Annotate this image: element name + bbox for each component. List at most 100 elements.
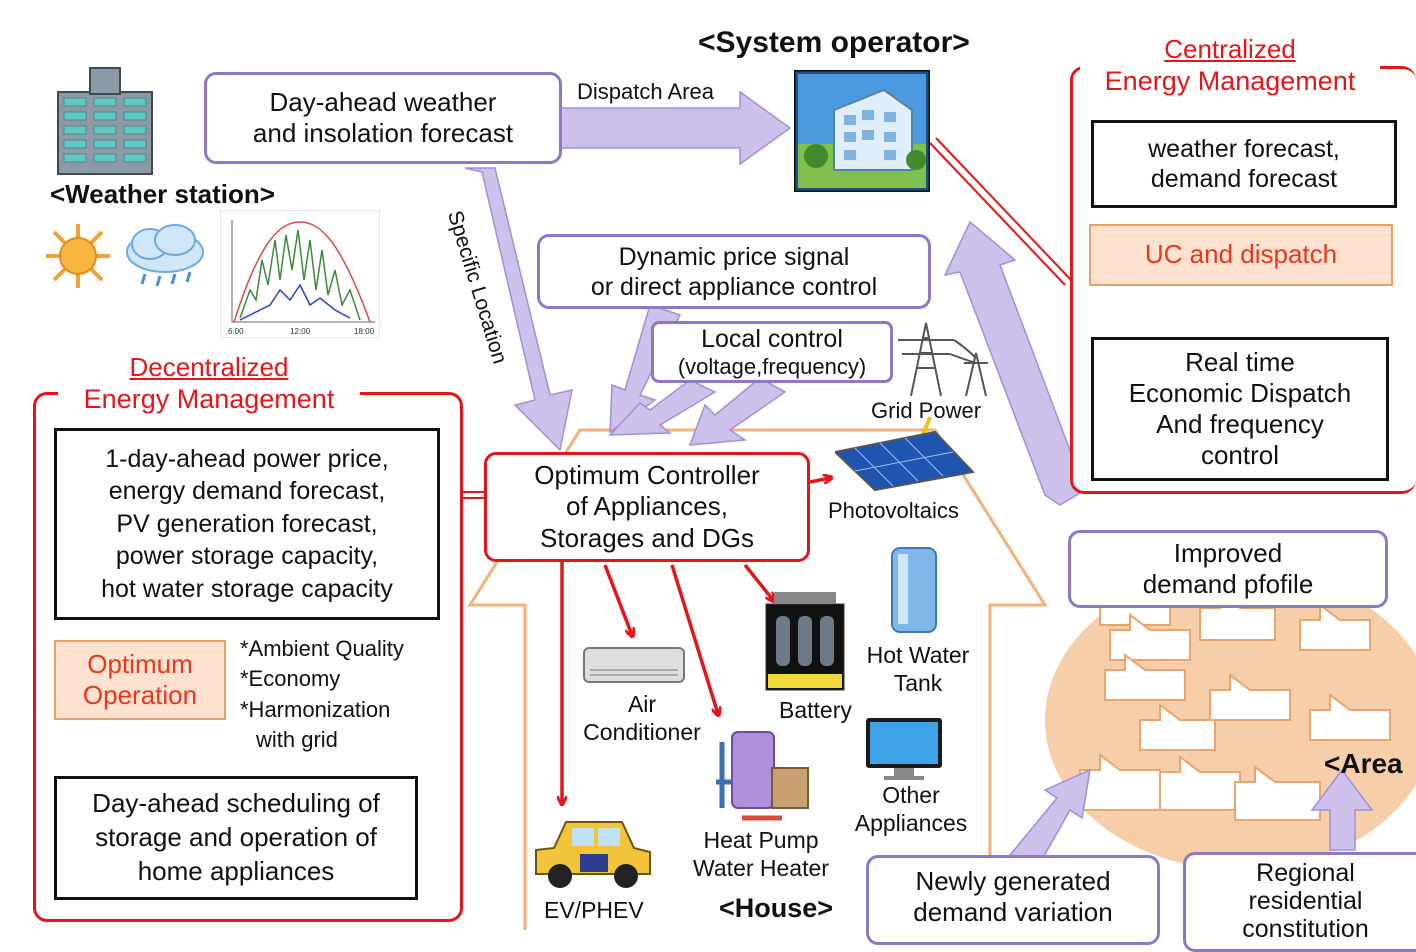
other-appliances-line-2: Appliances <box>854 810 968 836</box>
improved-profile-line-1: Improved <box>1173 537 1283 568</box>
heat-pump-line-2: Water Heater <box>693 855 829 881</box>
red-link-decentralized <box>462 491 485 499</box>
local-control-line-2: (voltage,frequency) <box>677 353 867 379</box>
heat-pump-line-1: Heat Pump <box>703 827 819 854</box>
input-line-3: PV generation forecast, <box>116 509 378 538</box>
realtime-line-3: And frequency <box>1156 409 1324 439</box>
improved-profile-box: Improved demand pfofile <box>1068 530 1388 608</box>
input-line-1: 1-day-ahead power price, <box>105 444 389 473</box>
hot-water-line-2: Tank <box>893 670 943 696</box>
new-variation-line-2: demand variation <box>913 897 1113 928</box>
arrow-dispatch-area <box>559 90 792 166</box>
weather-station-building-icon <box>57 67 153 175</box>
chart-tick-18: 18:00 <box>354 327 375 336</box>
controller-line-2: of Appliances, <box>566 491 728 522</box>
realtime-dispatch-box: Real time Economic Dispatch And frequenc… <box>1091 337 1389 481</box>
hot-water-line-1: Hot Water <box>866 642 970 669</box>
new-variation-line-1: Newly generated <box>915 866 1111 896</box>
chart-tick-6: 6:00 <box>228 327 244 336</box>
price-signal-line-1: Dynamic price signal <box>618 242 850 271</box>
air-conditioner-icon <box>583 647 685 683</box>
arrow-feedback <box>943 220 1086 506</box>
house-outline <box>467 428 1048 930</box>
schedule-line-3: home appliances <box>137 855 335 886</box>
local-control-box: Local control (voltage,frequency) <box>651 321 893 383</box>
optimum-operation-box: Optimum Operation <box>54 640 226 720</box>
arrow-regional <box>1310 768 1374 851</box>
ev-label: EV/PHEV <box>544 897 644 923</box>
insolation-low-curve <box>239 283 351 321</box>
heat-pump-icon <box>716 731 809 821</box>
arrow-local-control-2 <box>688 377 787 446</box>
purple-arrows <box>464 90 1374 874</box>
monitor-icon <box>866 718 942 780</box>
schedule-line-1: Day-ahead scheduling of <box>92 788 380 819</box>
system-operator-building-icon <box>794 70 930 192</box>
realtime-line-1: Real time <box>1185 346 1295 377</box>
solar-panel-icon <box>835 416 975 492</box>
red-link-centralized <box>929 137 1072 286</box>
realtime-line-2: Economic Dispatch <box>1128 377 1352 408</box>
uc-dispatch-box: UC and dispatch <box>1089 224 1393 286</box>
input-line-4: power storage capacity, <box>115 542 379 571</box>
decentralized-title-line-2: Energy Management <box>83 384 335 415</box>
area-label: <Area <box>1324 748 1403 779</box>
new-variation-box: Newly generated demand variation <box>866 855 1160 945</box>
power-tower-icon <box>898 322 988 396</box>
insolation-chart: 6:00 12:00 18:00 <box>220 210 380 338</box>
central-forecast-line-2: demand forecast <box>1150 165 1338 193</box>
improved-profile-line-2: demand pfofile <box>1142 569 1314 599</box>
arrow-specific-location <box>464 167 573 452</box>
weather-forecast-box: Day-ahead weather and insolation forecas… <box>204 72 562 164</box>
price-signal-box: Dynamic price signal or direct appliance… <box>537 234 931 309</box>
schedule-line-2: storage and operation of <box>95 822 377 853</box>
price-signal-line-2: or direct appliance control <box>590 272 878 301</box>
air-conditioner-line-1: Air <box>627 691 657 718</box>
controller-arrows <box>562 478 830 803</box>
air-conditioner-label: Air Conditioner <box>570 690 714 748</box>
sun-icon <box>46 224 110 288</box>
realtime-line-4: control <box>1200 440 1280 471</box>
optimum-controller-box: Optimum Controller of Appliances, Storag… <box>484 452 810 562</box>
rain-cloud-icon <box>126 224 204 287</box>
grid-power-label: Grid Power <box>871 398 982 423</box>
heat-pump-label: Heat Pump Water Heater <box>680 826 842 884</box>
input-line-5: hot water storage capacity <box>101 574 393 603</box>
chart-tick-12: 12:00 <box>290 327 311 336</box>
criterion-with-grid: with grid <box>256 727 338 753</box>
other-appliances-label: Other Appliances <box>843 781 979 839</box>
central-forecast-line-1: weather forecast, <box>1148 135 1340 163</box>
decentral-inputs-box: 1-day-ahead power price, energy demand f… <box>54 428 440 620</box>
area-houses <box>1079 582 1391 821</box>
ev-car-icon <box>535 821 651 888</box>
battery-icon <box>765 592 845 691</box>
controller-line-3: Storages and DGs <box>540 522 754 553</box>
hot-water-tank-icon <box>891 547 937 633</box>
controller-line-1: Optimum Controller <box>534 460 760 491</box>
hot-water-tank-label: Hot Water Tank <box>853 641 983 699</box>
battery-label: Battery <box>779 697 852 723</box>
regional-line-3: constitution <box>1242 915 1369 943</box>
centralized-title: Centralized Energy Management <box>1080 32 1380 100</box>
uc-dispatch-label: UC and dispatch <box>1144 239 1338 270</box>
regional-line-2: residential <box>1248 887 1363 915</box>
optimum-line-2: Operation <box>82 680 198 710</box>
photovoltaics-label: Photovoltaics <box>828 498 959 523</box>
insolation-measured-curve <box>239 229 361 321</box>
criterion-ambient-quality: *Ambient Quality <box>240 636 404 661</box>
centralized-title-line-1: Centralized <box>1164 33 1296 64</box>
regional-line-1: Regional <box>1256 859 1355 887</box>
forecast-line-2: and insolation forecast <box>252 118 514 148</box>
schedule-box: Day-ahead scheduling of storage and oper… <box>54 776 418 900</box>
weather-station-label: <Weather station> <box>50 179 275 209</box>
forecast-line-1: Day-ahead weather <box>269 86 497 117</box>
optimization-criteria: *Ambient Quality *Economy *Harmonization… <box>240 634 404 755</box>
local-control-line-1: Local control <box>701 324 843 353</box>
arrow-local-control-1 <box>608 379 717 436</box>
regional-box: Regional residential constitution <box>1183 852 1416 952</box>
centralized-title-line-2: Energy Management <box>1104 66 1356 97</box>
system-operator-title: <System operator> <box>698 26 970 59</box>
dispatch-area-label: Dispatch Area <box>577 79 714 104</box>
decentralized-title-line-1: Decentralized <box>129 351 289 382</box>
criterion-harmonization: *Harmonization <box>240 696 391 722</box>
